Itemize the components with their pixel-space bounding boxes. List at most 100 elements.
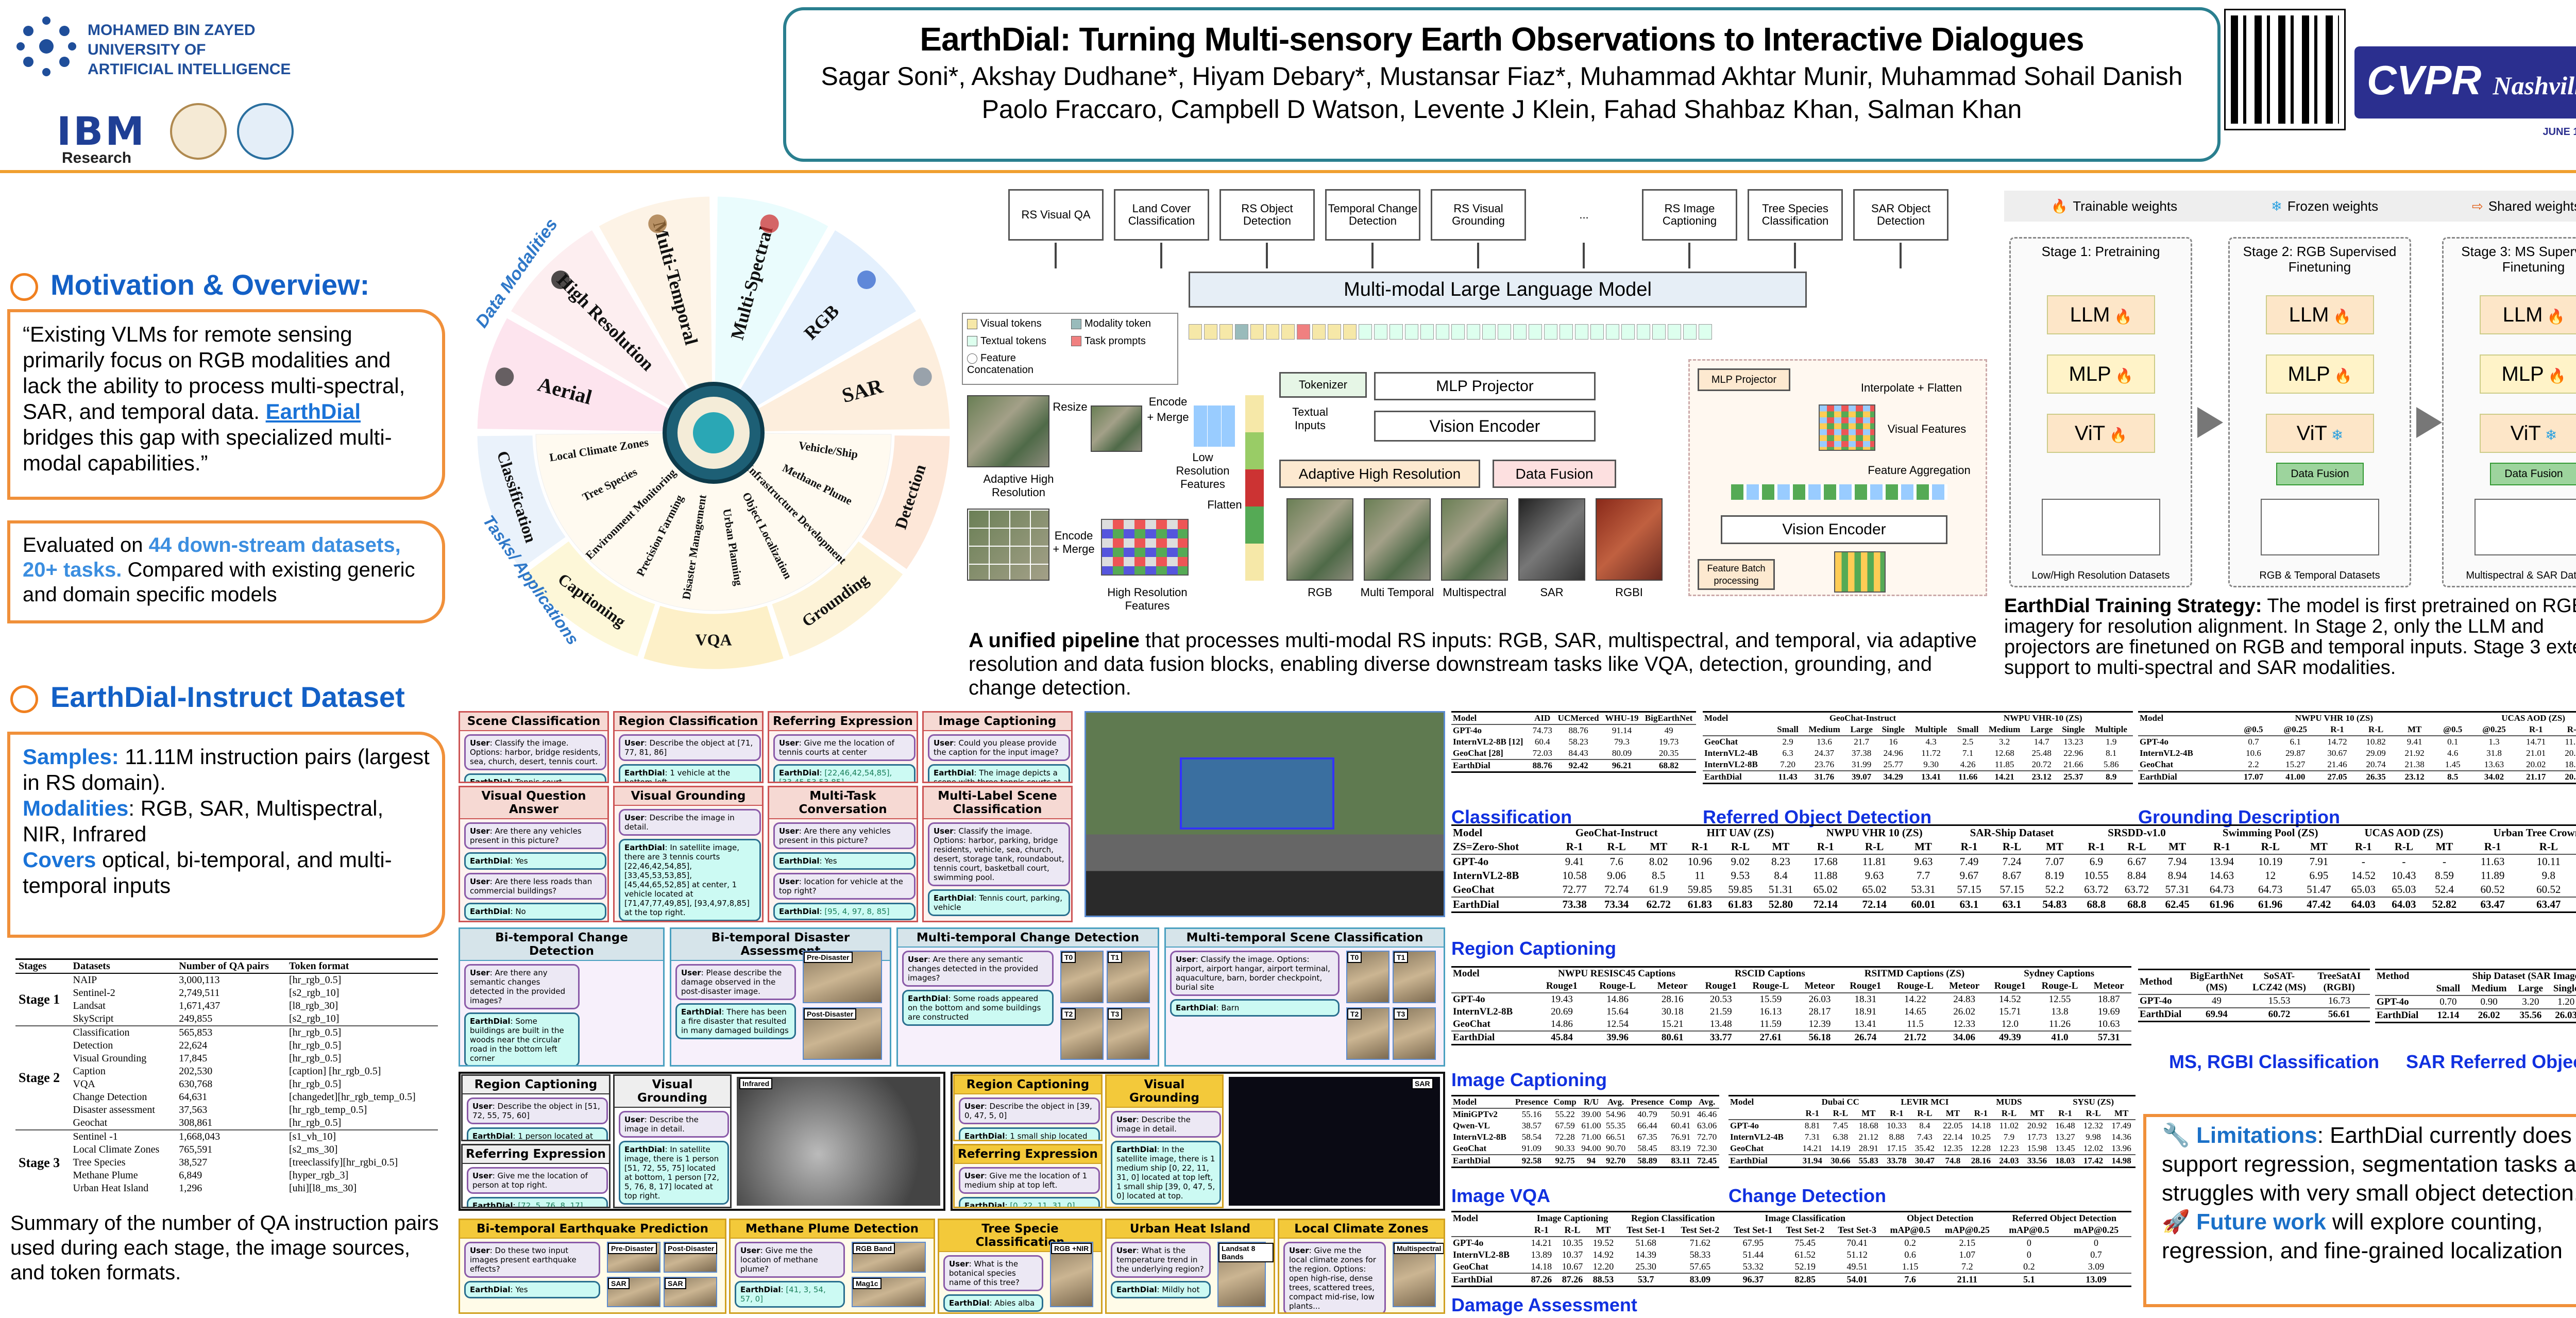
task-example-title: Referring Expression xyxy=(955,1145,1101,1164)
model-name: InternVL2-4B xyxy=(2140,748,2193,758)
col-header: R-L xyxy=(1595,840,1638,855)
metric-value: 9.30 xyxy=(1923,759,1939,769)
earthdial-label: EarthDial xyxy=(470,1285,511,1294)
metric-value: 11.72 xyxy=(1921,748,1941,758)
metric-value: 14.92 xyxy=(1592,1249,1614,1260)
arrow-up-icon xyxy=(1371,243,1374,268)
metric-value: 14.86 xyxy=(1551,1019,1573,1029)
dataset-icons xyxy=(2475,499,2576,555)
vit-label: ViT xyxy=(2510,422,2541,445)
metric-value: 25.77 xyxy=(1883,759,1903,769)
col-header: MT xyxy=(2294,840,2344,855)
metric-value: 9.8 xyxy=(2541,869,2555,882)
qa-count: 1,668,043 xyxy=(176,1129,286,1143)
metric-value: 67.59 xyxy=(1555,1121,1575,1130)
input-image xyxy=(967,395,1049,467)
metric-value: 35.42 xyxy=(1914,1143,1935,1153)
colon: : xyxy=(819,856,825,866)
metric-value: 73.38 xyxy=(1553,897,1596,913)
panel-body: User: Give me the location of tennis cou… xyxy=(769,734,917,782)
token xyxy=(1281,324,1295,340)
title-box: EarthDial: Turning Multi-sensory Earth O… xyxy=(783,7,2221,162)
image-label: Post-Disaster xyxy=(665,1243,718,1254)
token-format: [hr_rgb_0.5] xyxy=(289,1117,342,1128)
panel-body: User: Give me the location of methane pl… xyxy=(731,1242,849,1308)
metric-value: 58.23 xyxy=(1568,737,1588,747)
low-res-label: Low Resolution Features xyxy=(1176,451,1230,491)
user-message: User: Describe the image in detail. xyxy=(619,809,761,836)
mllm-box: Multi-modal Large Language Model xyxy=(1189,272,1807,308)
col-header: GeoChat-Instruct xyxy=(1772,711,1953,724)
metric-value: 18.31 xyxy=(1854,994,1877,1005)
training-stage: Stage 3: MS Supervised FinetuningLLM🔥MLP… xyxy=(2442,237,2576,587)
metric-value: 3.09 xyxy=(2088,1261,2105,1272)
metric-value: 52.80 xyxy=(1760,897,1801,913)
metric-value: 62.45 xyxy=(2157,897,2198,913)
qr-code[interactable] xyxy=(2224,9,2346,130)
model-name: GeoChat xyxy=(1730,1143,1764,1153)
col-header: MT xyxy=(1899,840,1948,855)
token-format: [treeclassify][hr_rgbi_0.5] xyxy=(289,1157,398,1168)
authors-line: Sagar Soni*, Akshay Dudhane*, Hiyam Deba… xyxy=(821,62,2183,91)
metric-value: 41.0 xyxy=(2033,1030,2087,1045)
token xyxy=(1436,324,1449,340)
qa-count: 3,000,113 xyxy=(179,974,220,986)
metric-value: 20.74 xyxy=(2366,759,2386,769)
infrared-section xyxy=(459,1072,945,1211)
colon: : xyxy=(984,1171,990,1180)
user-message: User: Give me the local climate zones fo… xyxy=(1283,1242,1386,1312)
image-label: Post-Disaster xyxy=(804,1008,857,1020)
legend-modality: Modality token xyxy=(1071,318,1173,333)
col-header: WHU-19 xyxy=(1602,711,1642,725)
earthdial-text: Mildly hot xyxy=(1162,1285,1200,1294)
legend-frozen: ❄Frozen weights xyxy=(2271,198,2378,214)
user-text: Are there any vehicles present in this p… xyxy=(779,826,891,845)
metric-value: 1.45 xyxy=(2445,759,2461,769)
metric-value: 25.37 xyxy=(2057,770,2090,784)
col-header: Test Set-1 xyxy=(1727,1224,1780,1237)
metric-value: 14.52 xyxy=(1999,994,2021,1005)
earthdial-link[interactable]: EarthDial xyxy=(265,399,361,424)
user-text: Describe the object in [51, 72, 55, 75, … xyxy=(472,1102,600,1120)
earthdial-label: EarthDial xyxy=(1116,1145,1157,1154)
col-header: R-1 xyxy=(2516,724,2555,736)
col-header: Number of QA pairs xyxy=(176,958,286,974)
panel-body: User: Give me the location of person at … xyxy=(463,1167,609,1207)
earthdial-message: EarthDial: In satellite image, there are… xyxy=(619,839,761,921)
metric-value: 22.96 xyxy=(2063,748,2083,758)
col-header: R-1 xyxy=(2197,840,2246,855)
earthdial-message: EarthDial: Yes xyxy=(464,1281,600,1298)
earth-globe-icon xyxy=(693,412,734,453)
earthdial-text: In satellite image, there is 1 person [5… xyxy=(624,1145,719,1201)
earthdial-text: No xyxy=(515,907,526,916)
metric-value: 12.33 xyxy=(1953,1019,1975,1029)
col-header: SAR-Ship Dataset xyxy=(1947,824,2076,840)
metric-value: 31.99 xyxy=(1852,759,1872,769)
token xyxy=(1359,324,1372,340)
metric-value: 15.64 xyxy=(1606,1006,1629,1017)
earthdial-label: EarthDial xyxy=(624,768,665,778)
metric-value: 27.05 xyxy=(2317,770,2357,784)
task-example-title: Multi-Task Conversation xyxy=(769,787,917,819)
colon: : xyxy=(489,877,495,886)
metric-value: 47.42 xyxy=(2294,897,2344,913)
task-sector xyxy=(476,434,568,571)
metric-value: 57.15 xyxy=(1957,883,1981,895)
metric-value: 10.96 xyxy=(1687,855,1712,868)
token xyxy=(1575,324,1588,340)
token xyxy=(1343,324,1357,340)
metric-value: 34.29 xyxy=(1877,770,1909,784)
